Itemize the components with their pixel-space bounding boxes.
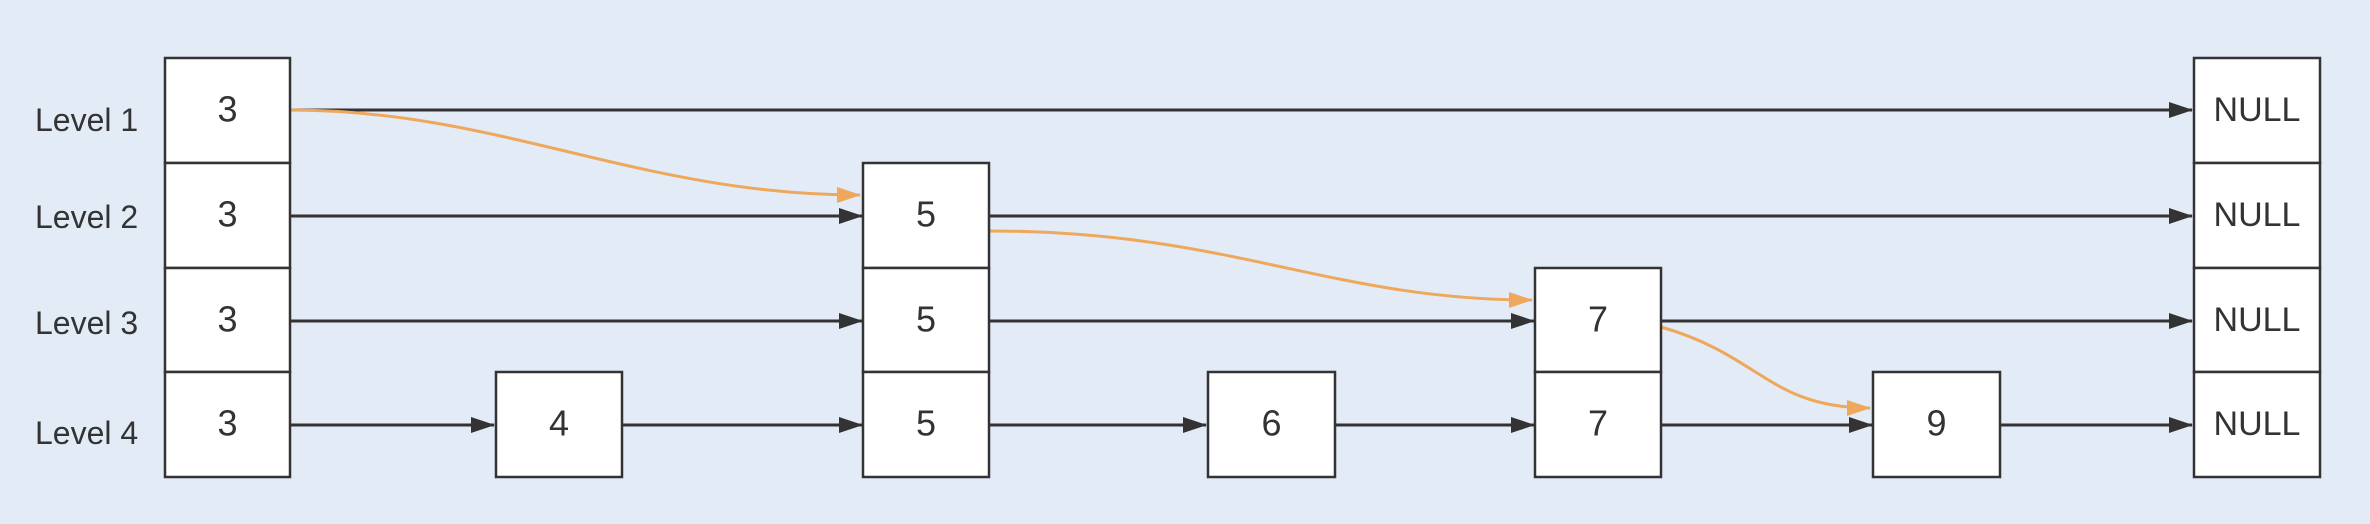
null-node-level-4: NULL [2192,370,2322,479]
node-label: 7 [1588,403,1608,444]
node-5-level-2: 5 [861,161,991,270]
search-edge-3-to-5 [289,108,861,203]
node-4-level-4: 4 [494,370,624,479]
search-edge-5-to-7 [988,229,1533,308]
level-label-4: Level 4 [35,415,138,451]
node-label: 3 [217,403,237,444]
node-label: 9 [1926,403,1946,444]
null-node-level-2: NULL [2192,161,2322,270]
node-label: 7 [1588,299,1608,340]
node-3-level-4: 3 [163,370,292,479]
node-3-level-2: 3 [163,161,292,270]
node-label: 3 [217,299,237,340]
level-labels: Level 1 Level 2 Level 3 Level 4 [35,102,138,451]
null-node-level-3: NULL [2192,266,2322,374]
search-path [289,108,1871,416]
node-7-level-3: 7 [1533,266,1663,374]
node-label: 5 [916,403,936,444]
search-edge-7-to-9 [1660,325,1871,416]
node-label: 5 [916,299,936,340]
level-label-3: Level 3 [35,305,138,341]
null-node-level-1: NULL [2192,56,2322,165]
level-label-2: Level 2 [35,199,138,235]
node-label: 4 [549,403,569,444]
node-label: 5 [916,194,936,235]
node-6-level-4: 6 [1206,370,1337,479]
forward-links [290,102,2193,433]
node-3-level-1: 3 [163,56,292,165]
node-5-level-3: 5 [861,266,991,374]
node-label: NULL [2214,405,2301,443]
node-label: NULL [2214,196,2301,234]
node-label: NULL [2214,91,2301,129]
node-label: 3 [217,194,237,235]
node-9-level-4: 9 [1871,370,2002,479]
node-label: 3 [217,89,237,130]
level-label-1: Level 1 [35,102,138,138]
node-label: 6 [1261,403,1281,444]
node-label: NULL [2214,301,2301,339]
nodes: 3 3 3 3 4 5 [163,56,2322,479]
node-7-level-4: 7 [1533,370,1663,479]
node-3-level-3: 3 [163,266,292,374]
node-5-level-4: 5 [861,370,991,479]
